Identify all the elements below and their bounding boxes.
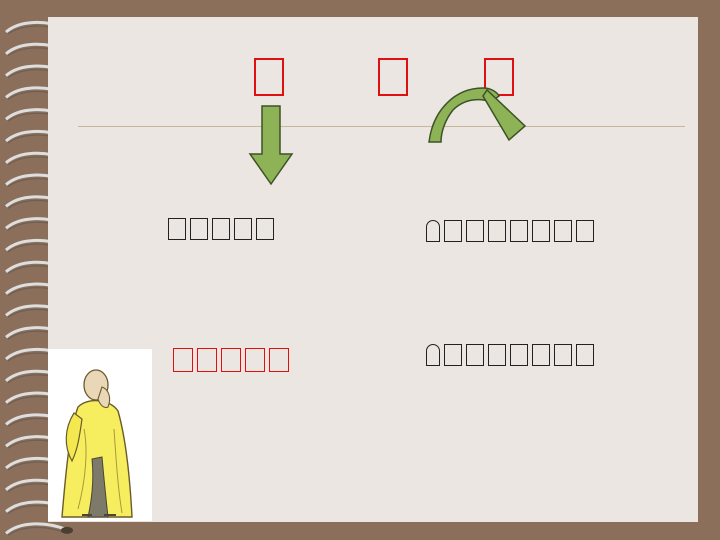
char-box [221, 348, 241, 372]
page-surface [48, 17, 698, 522]
right-text-row-2 [426, 344, 594, 366]
char-box [245, 348, 265, 372]
char-box [444, 220, 462, 242]
curved-arrow-icon [428, 87, 527, 143]
char-box [488, 344, 506, 366]
char-box [426, 344, 440, 366]
spiral-coil-shadow [7, 526, 65, 536]
char-box [269, 348, 289, 372]
char-box [554, 344, 572, 366]
char-box [510, 344, 528, 366]
char-box [168, 218, 186, 240]
char-box [256, 218, 274, 240]
char-box [173, 348, 193, 372]
left-text-row-2 [173, 348, 289, 372]
divider-line [78, 126, 685, 127]
left-text-row-1 [168, 218, 274, 240]
char-box [190, 218, 208, 240]
binding-hole [61, 526, 73, 534]
char-box [444, 344, 462, 366]
spiral-coil [5, 522, 67, 535]
char-box [576, 220, 594, 242]
char-box [532, 344, 550, 366]
char-box [554, 220, 572, 242]
char-box [234, 218, 252, 240]
monk-figure-icon [48, 349, 152, 521]
char-box [510, 220, 528, 242]
title-char-2 [378, 58, 408, 96]
char-box [466, 344, 484, 366]
right-text-row-1 [426, 220, 594, 242]
char-box [532, 220, 550, 242]
char-box [576, 344, 594, 366]
char-box [488, 220, 506, 242]
char-box [212, 218, 230, 240]
title-char-1 [254, 58, 284, 96]
char-box [197, 348, 217, 372]
char-box [426, 220, 440, 242]
down-arrow-icon [248, 105, 294, 186]
char-box [466, 220, 484, 242]
